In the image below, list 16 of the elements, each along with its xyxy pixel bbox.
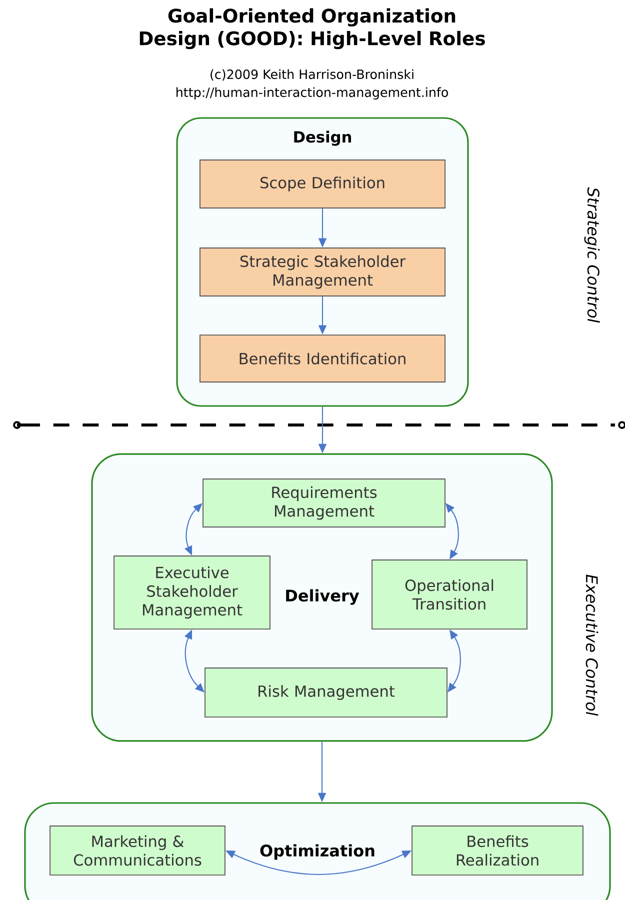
role-box: Marketing & Communications — [50, 826, 226, 876]
role-box: Requirements Management — [202, 478, 446, 528]
copyright-note: (c)2009 Keith Harrison-Broninski — [210, 69, 414, 81]
group-heading: Delivery — [286, 589, 360, 605]
role-box: Executive Stakeholder Management — [114, 556, 270, 630]
title: Goal-Oriented Organization Design (GOOD): High-Level Roles — [140, 8, 485, 50]
group-heading: Optimization — [260, 844, 374, 860]
web-address: http://human-interaction-management.info — [176, 87, 448, 100]
role-box: Benefits Identification — [200, 334, 446, 382]
role-box: Scope Definition — [200, 160, 446, 208]
role-box: Benefits Realization — [412, 826, 584, 876]
role-box: Operational Transition — [372, 560, 528, 630]
role-box: Risk Management — [204, 668, 448, 718]
role-box: Strategic Stakeholder Management — [200, 248, 446, 296]
side-label: Executive Control — [586, 574, 598, 716]
side-label: Strategic Control — [584, 187, 600, 323]
